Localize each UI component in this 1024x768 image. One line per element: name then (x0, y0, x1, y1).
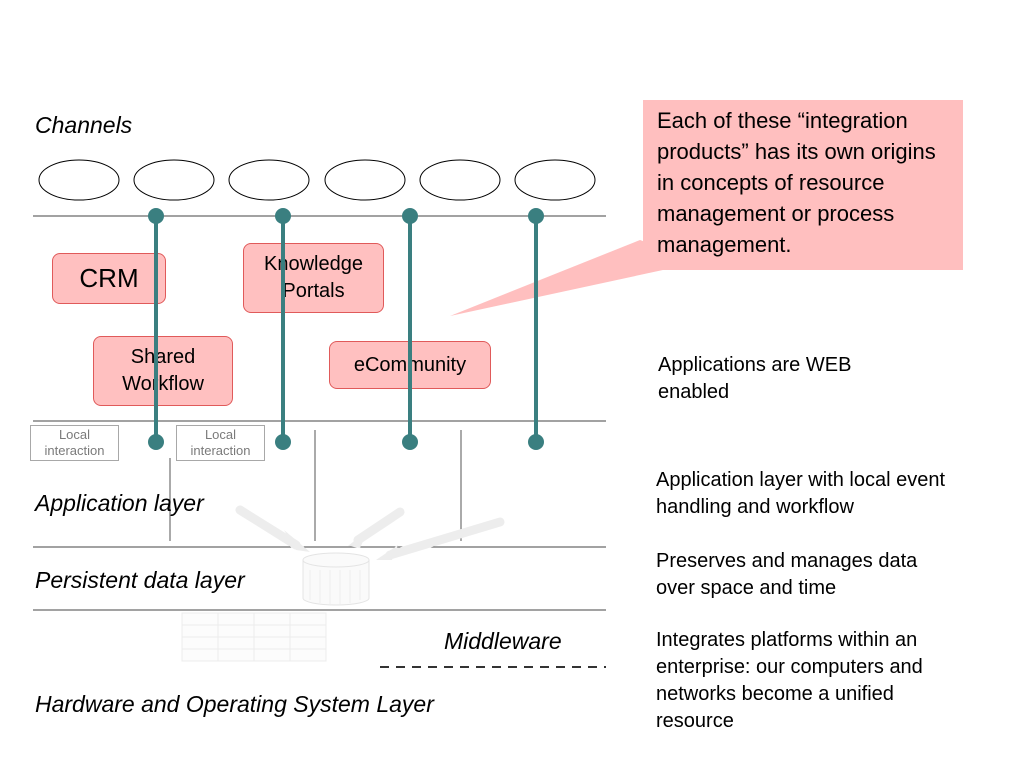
database-icon (302, 552, 370, 606)
application-layer-label: Application layer (35, 490, 204, 516)
ecommunity-label: eCommunity (353, 353, 467, 376)
knowledge-portals-label: Knowledge Portals (264, 253, 363, 302)
local-interaction-label: Local interaction (190, 427, 251, 458)
server-icon (181, 612, 327, 662)
channel-ellipse (324, 159, 406, 201)
persistent-data-layer-label: Persistent data layer (35, 567, 245, 593)
faint-arrowheads (284, 530, 398, 560)
callout-pointer (450, 240, 700, 316)
local-interaction-box: Local interaction (176, 425, 265, 461)
local-interaction-label: Local interaction (44, 427, 105, 458)
hardware-layer-label: Hardware and Operating System Layer (35, 691, 434, 717)
local-interaction-box: Local interaction (30, 425, 119, 461)
crm-box: CRM (52, 253, 166, 304)
shared-workflow-box: Shared Workflow (93, 336, 233, 406)
channel-ellipse (228, 159, 310, 201)
callout-text: Each of these “integration products” has… (657, 108, 936, 257)
persistent-note: Preserves and manages data over space an… (656, 550, 918, 599)
shared-workflow-label: Shared Workflow (122, 346, 204, 395)
channel-ellipse (419, 159, 501, 201)
channel-ellipse (133, 159, 215, 201)
ecommunity-box: eCommunity (329, 341, 491, 389)
channel-ellipse (38, 159, 120, 201)
channels-label: Channels (35, 112, 133, 138)
middleware-label: Middleware (444, 628, 562, 654)
knowledge-portals-box: Knowledge Portals (243, 243, 384, 313)
web-enabled-note: Applications are WEB enabled (658, 354, 852, 403)
middleware-note: Integrates platforms within an enterpris… (656, 629, 923, 732)
crm-label: CRM (79, 263, 139, 293)
callout-box (643, 100, 963, 270)
channel-ellipse (514, 159, 596, 201)
app-layer-note: Application layer with local event handl… (656, 469, 946, 518)
